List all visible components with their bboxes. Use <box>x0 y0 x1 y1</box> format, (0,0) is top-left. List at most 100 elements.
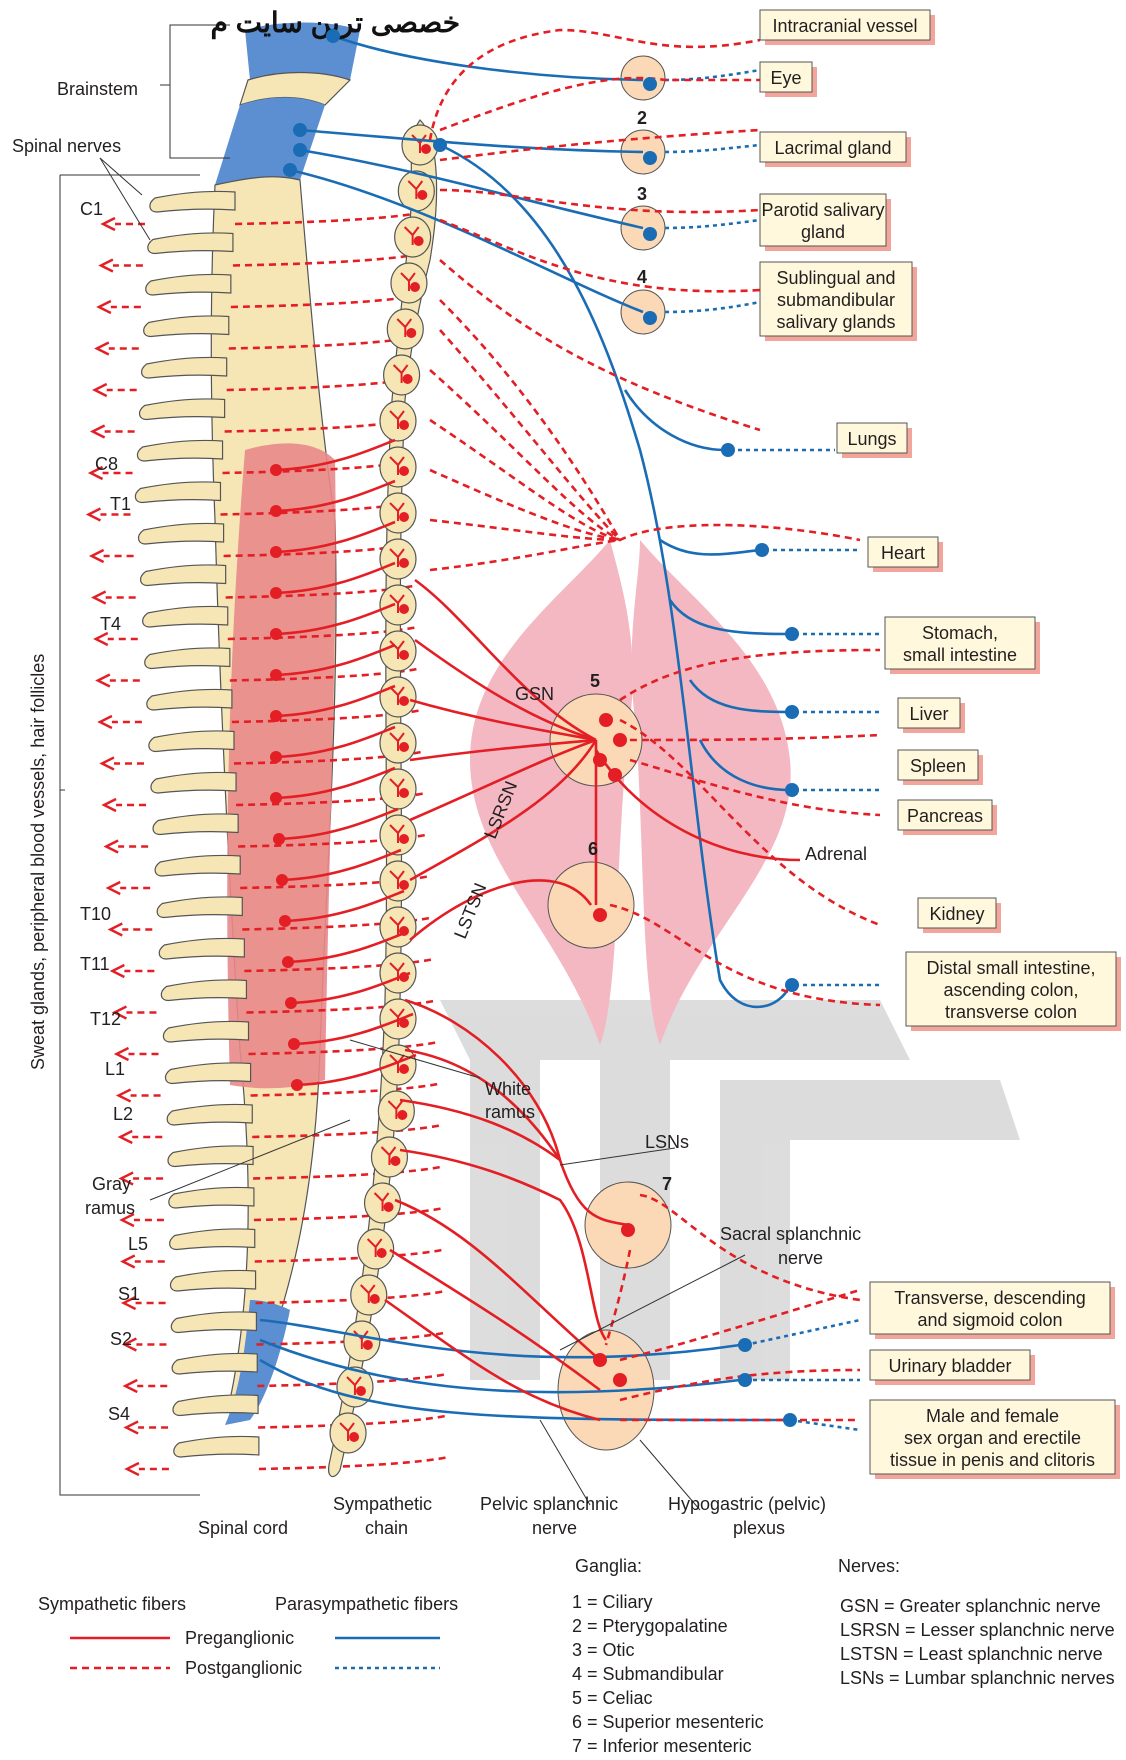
nerves-item-lsns: LSNs = Lumbar splanchnic nerves <box>840 1668 1115 1688</box>
sympathetic-chain-label-2: chain <box>365 1518 408 1538</box>
target-text: Parotid salivary <box>761 200 884 220</box>
ganglion-number-6: 6 <box>588 839 598 859</box>
legend: Sympathetic fibers Parasympathetic fiber… <box>38 1556 1115 1756</box>
segment-t4: T4 <box>100 614 121 634</box>
target-text: Spleen <box>910 756 966 776</box>
segment-l5: L5 <box>128 1234 148 1254</box>
legend-postganglionic: Postganglionic <box>185 1658 302 1678</box>
nerves-title: Nerves: <box>838 1556 900 1576</box>
target-text: tissue in penis and clitoris <box>890 1450 1095 1470</box>
gray-ramus-label-2: ramus <box>85 1198 135 1218</box>
chain-neuron-dot <box>399 880 409 890</box>
chain-neuron-dot <box>399 604 409 614</box>
pelvic-splanchnic-label-1: Pelvic splanchnic <box>480 1494 618 1514</box>
ganglia-item-2: 2 = Pterygopalatine <box>572 1616 728 1636</box>
target-text: Sublingual and <box>776 268 895 288</box>
adrenal-label: Adrenal <box>805 844 867 864</box>
sympathetic-chain-label-1: Sympathetic <box>333 1494 432 1514</box>
target-lungs: Lungs <box>837 423 912 458</box>
chain-neuron-dot <box>414 236 424 246</box>
target-text: Kidney <box>929 904 984 924</box>
chain-neuron-dot <box>384 1202 394 1212</box>
sympathetic-neuron <box>613 733 627 747</box>
ganglion-number-7: 7 <box>662 1174 672 1194</box>
target-text: Distal small intestine, <box>926 958 1095 978</box>
target-text: Male and female <box>926 1406 1059 1426</box>
nerves-item-lsrsn: LSRSN = Lesser splanchnic nerve <box>840 1620 1115 1640</box>
parasympathetic-neuron <box>643 151 657 165</box>
target-text: Eye <box>770 68 801 88</box>
ganglia-item-5: 5 = Celiac <box>572 1688 653 1708</box>
ganglia-item-3: 3 = Otic <box>572 1640 635 1660</box>
target-transverse-descending-sigmoid-colon: Transverse, descendingand sigmoid colon <box>870 1282 1115 1339</box>
brainstem-label: Brainstem <box>57 79 138 99</box>
segment-t1: T1 <box>110 494 131 514</box>
sympathetic-targets-vertical-label: Sweat glands, peripheral blood vessels, … <box>28 654 48 1070</box>
chain-neuron-dot <box>403 374 413 384</box>
parasympathetic-neuron <box>785 705 799 719</box>
segment-s2: S2 <box>110 1329 132 1349</box>
chain-neuron-dot <box>399 512 409 522</box>
chain-neuron-dot <box>399 558 409 568</box>
target-text: and sigmoid colon <box>917 1310 1062 1330</box>
parasympathetic-neuron <box>738 1373 752 1387</box>
segment-l2: L2 <box>113 1104 133 1124</box>
chain-neuron-dot <box>399 696 409 706</box>
target-eye: Eye <box>760 62 817 97</box>
target-intracranial-vessel: Intracranial vessel <box>760 10 935 45</box>
nerves-item-gsn: GSN = Greater splanchnic nerve <box>840 1596 1101 1616</box>
chain-neuron-dot <box>399 420 409 430</box>
segment-l1: L1 <box>105 1059 125 1079</box>
sympathetic-chain <box>329 120 438 1477</box>
target-text: submandibular <box>777 290 895 310</box>
sympathetic-neuron <box>621 1223 635 1237</box>
chain-neuron-dot <box>370 1294 380 1304</box>
legend-preganglionic: Preganglionic <box>185 1628 294 1648</box>
target-pancreas: Pancreas <box>898 800 997 835</box>
hypogastric-label-2: plexus <box>733 1518 785 1538</box>
chain-neuron-dot <box>410 282 420 292</box>
sympathetic-neuron <box>593 753 607 767</box>
target-stomach-small-intestine: Stomach,small intestine <box>885 617 1040 674</box>
target-heart: Heart <box>868 537 943 572</box>
target-distal-small-intestine-colon: Distal small intestine,ascending colon,t… <box>906 952 1121 1031</box>
white-ramus-label-2: ramus <box>485 1102 535 1122</box>
target-text: sex organ and erectile <box>904 1428 1081 1448</box>
sympathetic-neuron <box>599 713 613 727</box>
brainstem-nucleus <box>433 138 447 152</box>
parasympathetic-neuron <box>785 783 799 797</box>
target-text: Pancreas <box>907 806 983 826</box>
target-kidney: Kidney <box>918 898 1001 933</box>
ganglia-item-4: 4 = Submandibular <box>572 1664 724 1684</box>
parasympathetic-neuron <box>721 443 735 457</box>
chain-neuron-dot <box>399 742 409 752</box>
hypogastric-label-1: Hypogastric (pelvic) <box>668 1494 826 1514</box>
ganglia-title: Ganglia: <box>575 1556 642 1576</box>
parasympathetic-neuron <box>755 543 769 557</box>
target-text: Heart <box>881 543 925 563</box>
target-text: Urinary bladder <box>888 1356 1011 1376</box>
segment-t11: T11 <box>80 954 110 974</box>
lstsn-label: LSTSN <box>450 880 490 941</box>
chain-neuron-dot <box>399 1064 409 1074</box>
chain-neuron-dot <box>399 788 409 798</box>
sacral-splanchnic-label-1: Sacral splanchnic <box>720 1224 861 1244</box>
gray-ramus-label-1: Gray <box>92 1174 131 1194</box>
pelvic-splanchnic-label-2: nerve <box>532 1518 577 1538</box>
segment-s1: S1 <box>118 1284 140 1304</box>
chain-neuron-dot <box>356 1386 366 1396</box>
target-text: Transverse, descending <box>894 1288 1085 1308</box>
lsns-label: LSNs <box>645 1132 689 1152</box>
chain-neuron-dot <box>397 1110 407 1120</box>
parasympathetic-neuron <box>643 77 657 91</box>
chain-neuron-dot <box>349 1432 359 1442</box>
spinal-nerves-label: Spinal nerves <box>12 136 121 156</box>
sympathetic-neuron <box>593 1353 607 1367</box>
legend-parasympathetic-title: Parasympathetic fibers <box>275 1594 458 1614</box>
sacral-splanchnic-label-2: nerve <box>778 1248 823 1268</box>
chain-neuron-dot <box>399 466 409 476</box>
white-ramus-label-1: White <box>485 1079 531 1099</box>
target-spleen: Spleen <box>898 750 983 785</box>
target-text: gland <box>801 222 845 242</box>
chain-neuron-dot <box>399 834 409 844</box>
